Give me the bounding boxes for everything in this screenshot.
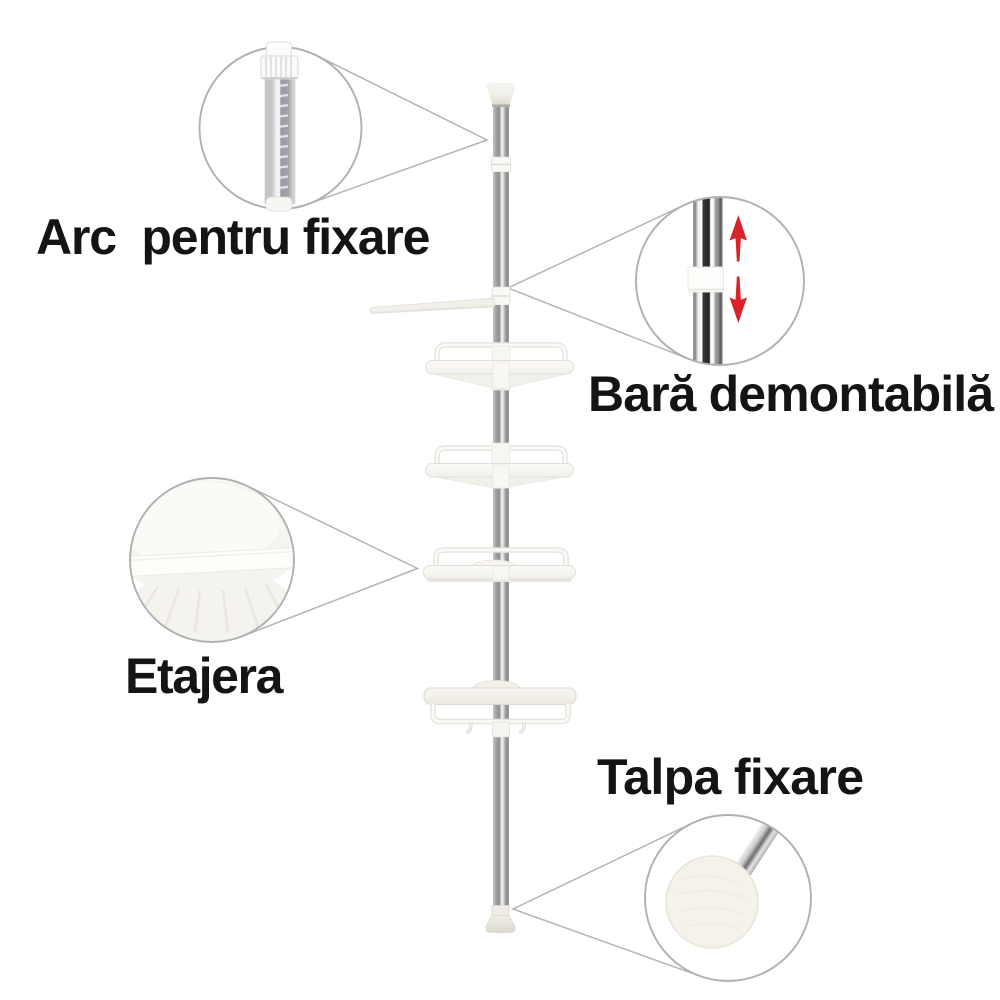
svg-text:Bară demontabilă: Bară demontabilă — [588, 366, 995, 422]
svg-text:Talpa fixare: Talpa fixare — [597, 749, 863, 805]
svg-text:Arc pentru fixare: Arc pentru fixare — [36, 209, 430, 265]
svg-text:Etajera: Etajera — [125, 648, 285, 704]
